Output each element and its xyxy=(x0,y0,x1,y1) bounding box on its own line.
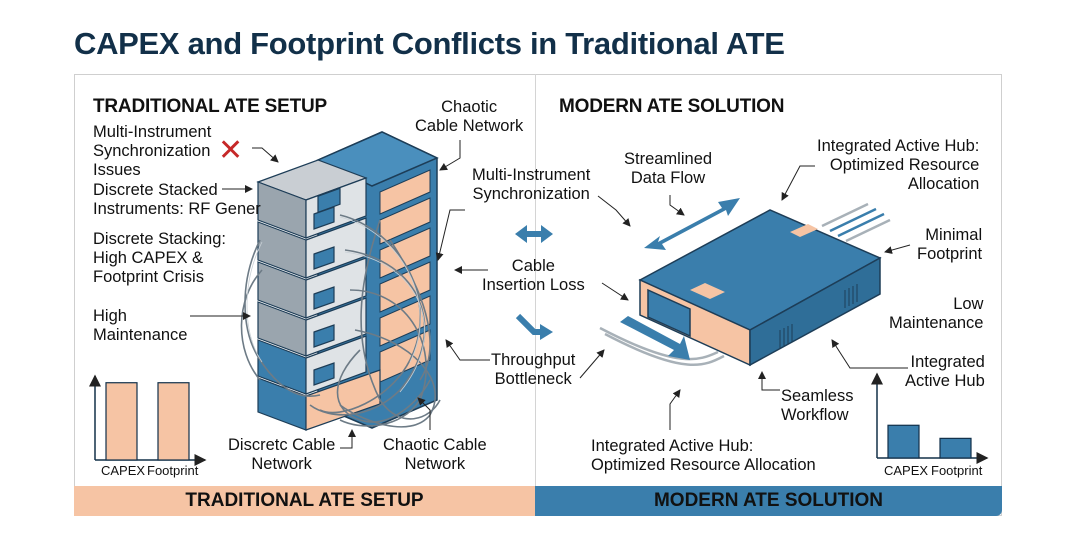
throughput-arrow-icon xyxy=(620,316,690,360)
mod-chart-cat-0: CAPEX xyxy=(884,463,929,478)
label-minimal-footprint: Minimal Footprint xyxy=(917,226,983,263)
bent-arrow-icon xyxy=(515,313,553,340)
label-chaotic-cable-top: Chaotic Cable Network xyxy=(415,98,524,135)
label-insertion-loss: Cable Insertion Loss xyxy=(482,257,585,294)
label-low-maintenance: Low Maintenance xyxy=(889,295,984,332)
modern-footer: MODERN ATE SOLUTION xyxy=(535,486,1002,516)
label-stacking-capex: Discrete Stacking: High CAPEX & Footprin… xyxy=(93,230,226,286)
bar-capex xyxy=(105,382,138,461)
modern-footer-label: MODERN ATE SOLUTION xyxy=(653,490,884,511)
bar-footprint xyxy=(157,382,190,461)
traditional-heading: TRADITIONAL ATE SETUP xyxy=(93,96,328,117)
double-arrow-icon xyxy=(515,225,553,243)
bar-footprint xyxy=(939,437,972,459)
modern-callouts xyxy=(579,165,911,430)
hub-cables xyxy=(599,202,891,366)
label-throughput: Throughput Bottleneck xyxy=(491,351,576,388)
label-hub-bottom: Integrated Active Hub: Optimized Resourc… xyxy=(591,437,816,474)
active-hub-device xyxy=(638,209,882,367)
page-title: CAPEX and Footprint Conflicts in Traditi… xyxy=(74,26,785,61)
label-sync-issues: Multi-Instrument Synchronization Issues xyxy=(93,123,212,179)
label-streamlined: Streamlined Data Flow xyxy=(624,150,713,187)
trad-chart-cat-0: CAPEX xyxy=(101,463,146,478)
trad-chart-cat-1: Footprint xyxy=(147,463,199,478)
label-seamless: Seamless Workflow xyxy=(781,387,854,424)
traditional-footer: TRADITIONAL ATE SETUP xyxy=(74,486,535,516)
label-hub-top: Integrated Active Hub: Optimized Resourc… xyxy=(817,137,980,193)
x-mark-icon: ✕ xyxy=(218,134,244,167)
mod-chart-cat-1: Footprint xyxy=(931,463,983,478)
label-center-sync: Multi-Instrument Synchronization xyxy=(472,166,591,203)
section-divider xyxy=(535,74,536,486)
modern-capex-chart xyxy=(871,372,989,464)
label-high-maintenance: High Maintenance xyxy=(93,307,188,344)
stacked-instruments xyxy=(256,159,381,431)
traditional-footer-label: TRADITIONAL ATE SETUP xyxy=(185,490,424,511)
label-discrete-cable: Discretc Cable Network xyxy=(228,436,336,473)
label-chaotic-cable-bottom: Chaotic Cable Network xyxy=(383,436,487,473)
bar-capex xyxy=(887,424,920,459)
modern-heading: MODERN ATE SOLUTION xyxy=(559,96,785,117)
streamlined-arrow-icon xyxy=(644,198,740,250)
label-stacked-instruments: Discrete Stacked Instruments: RF Gener xyxy=(93,181,261,218)
traditional-capex-chart xyxy=(89,374,207,466)
traditional-callouts xyxy=(190,140,490,449)
cable-tangle xyxy=(240,214,441,428)
label-integrated-hub: Integrated Active Hub xyxy=(905,353,985,390)
